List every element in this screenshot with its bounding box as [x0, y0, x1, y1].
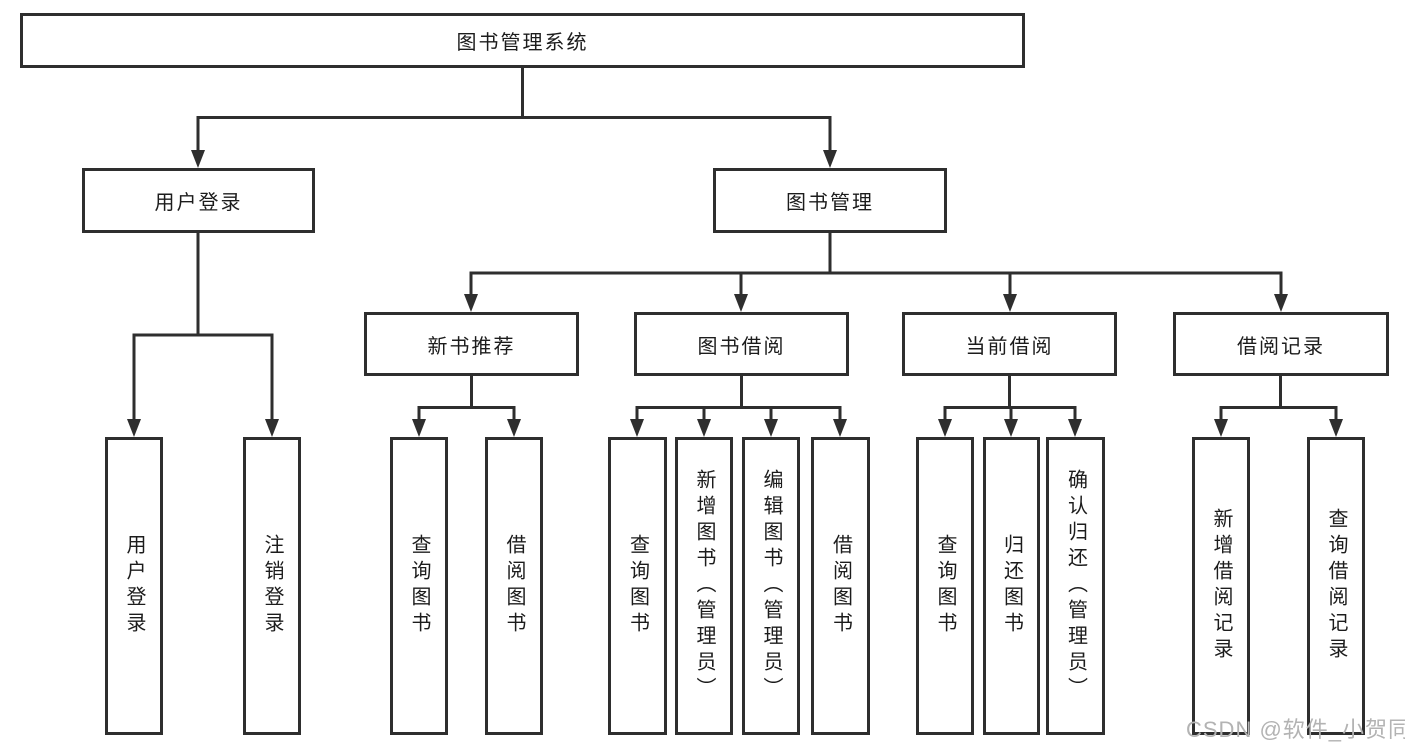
leaf-query-books-2: 查询图书 — [608, 437, 667, 735]
leaf-query-borrow-record: 查询借阅记录 — [1307, 437, 1365, 735]
node-label: 用户登录 — [154, 192, 243, 214]
leaf-user-login: 用户登录 — [105, 437, 163, 735]
node-book-management: 图书管理 — [713, 168, 947, 233]
node-label: 图书管理 — [786, 192, 874, 214]
node-label: 归还图书 — [1000, 534, 1023, 638]
node-label: 借阅图书 — [503, 534, 525, 638]
node-user-login: 用户登录 — [82, 168, 315, 233]
leaf-add-book-admin: 新增图书（管理员） — [675, 437, 733, 735]
node-label: 查询图书 — [408, 534, 430, 638]
csdn-watermark: CSDN @软件_小贺同学 — [1186, 717, 1405, 742]
node-label: 查询借阅记录 — [1325, 508, 1347, 664]
node-current-borrow: 当前借阅 — [902, 312, 1117, 376]
node-label: 图书借阅 — [697, 335, 786, 358]
node-label: 查询图书 — [626, 534, 649, 638]
leaf-borrow-books-2: 借阅图书 — [811, 437, 870, 735]
node-label: 借阅图书 — [829, 534, 852, 638]
node-label: 查询图书 — [934, 534, 956, 638]
node-label: 新增图书（管理员） — [693, 469, 715, 703]
leaf-confirm-return-admin: 确认归还（管理员） — [1046, 437, 1105, 735]
leaf-return-book: 归还图书 — [983, 437, 1040, 735]
node-borrow-records: 借阅记录 — [1173, 312, 1389, 376]
node-label: 确认归还（管理员） — [1064, 469, 1087, 703]
leaf-query-books-1: 查询图书 — [390, 437, 448, 735]
node-label: 图书管理系统 — [456, 32, 589, 54]
node-book-borrow: 图书借阅 — [634, 312, 849, 376]
node-label: 新增借阅记录 — [1210, 508, 1232, 664]
leaf-edit-book-admin: 编辑图书（管理员） — [742, 437, 800, 735]
node-label: 借阅记录 — [1237, 335, 1325, 358]
node-label: 编辑图书（管理员） — [760, 469, 782, 703]
leaf-add-borrow-record: 新增借阅记录 — [1192, 437, 1250, 735]
node-new-book-recommend: 新书推荐 — [364, 312, 579, 376]
node-root: 图书管理系统 — [20, 13, 1025, 68]
leaf-logout: 注销登录 — [243, 437, 301, 735]
node-label: 当前借阅 — [965, 335, 1054, 358]
leaf-borrow-books-1: 借阅图书 — [485, 437, 543, 735]
node-label: 注销登录 — [261, 534, 283, 638]
node-label: 新书推荐 — [427, 335, 516, 358]
leaf-query-books-3: 查询图书 — [916, 437, 974, 735]
node-label: 用户登录 — [123, 534, 145, 638]
